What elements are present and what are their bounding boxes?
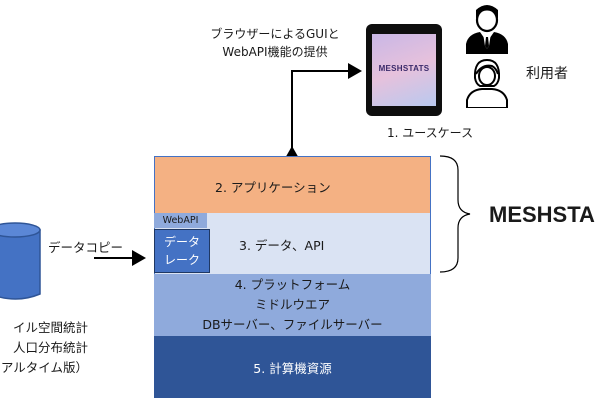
layer-compute: 5. 計算機資源: [154, 336, 431, 398]
businessman-icon: [466, 5, 508, 54]
tablet-screen: MESHSTATS: [372, 34, 436, 106]
layer-platform-line3: DBサーバー、ファイルサーバー: [202, 317, 383, 332]
layer-platform: 4. プラットフォーム ミドルウエア DBサーバー、ファイルサーバー: [154, 274, 431, 336]
browser-gui-note-line2: WebAPI機能の提供: [222, 45, 328, 59]
database-label-line1: イル空間統計: [12, 320, 88, 335]
layer-data-label: 3. データ、API: [239, 238, 325, 253]
tablet-logo: MESHSTATS: [378, 64, 430, 73]
layer-application-label: 2. アプリケーション: [215, 180, 331, 195]
layer-application: 2. アプリケーション: [154, 156, 431, 213]
use-case-label: 1. ユースケース: [387, 126, 474, 140]
bracket-icon: [439, 155, 471, 273]
woman-icon: [466, 58, 508, 108]
webapi-tag: WebAPI: [154, 213, 207, 228]
data-copy-label: データコピー: [48, 240, 124, 255]
data-lake-line1: データ: [163, 235, 200, 249]
database-label-line2: 人口分布統計: [12, 340, 88, 355]
database-label-line3: アルタイム版）: [0, 360, 88, 375]
data-lake-box: データ レーク: [154, 229, 210, 273]
database-labels: イル空間統計 人口分布統計 アルタイム版）: [0, 318, 88, 378]
layer-platform-line2: ミドルウエア: [254, 297, 330, 312]
data-lake-line2: レーク: [163, 253, 200, 267]
usecase-arrow: [284, 63, 362, 160]
layer-compute-label: 5. 計算機資源: [253, 360, 332, 376]
meshstats-brace-label: MESHSTA: [489, 202, 595, 227]
tablet-icon: MESHSTATS: [366, 24, 442, 116]
layer-platform-line1: 4. プラットフォーム: [234, 277, 351, 292]
user-label: 利用者: [526, 66, 568, 82]
database-icon: [0, 222, 41, 300]
browser-gui-note: ブラウザーによるGUIと WebAPI機能の提供: [200, 25, 350, 61]
browser-gui-note-line1: ブラウザーによるGUIと: [210, 27, 340, 41]
